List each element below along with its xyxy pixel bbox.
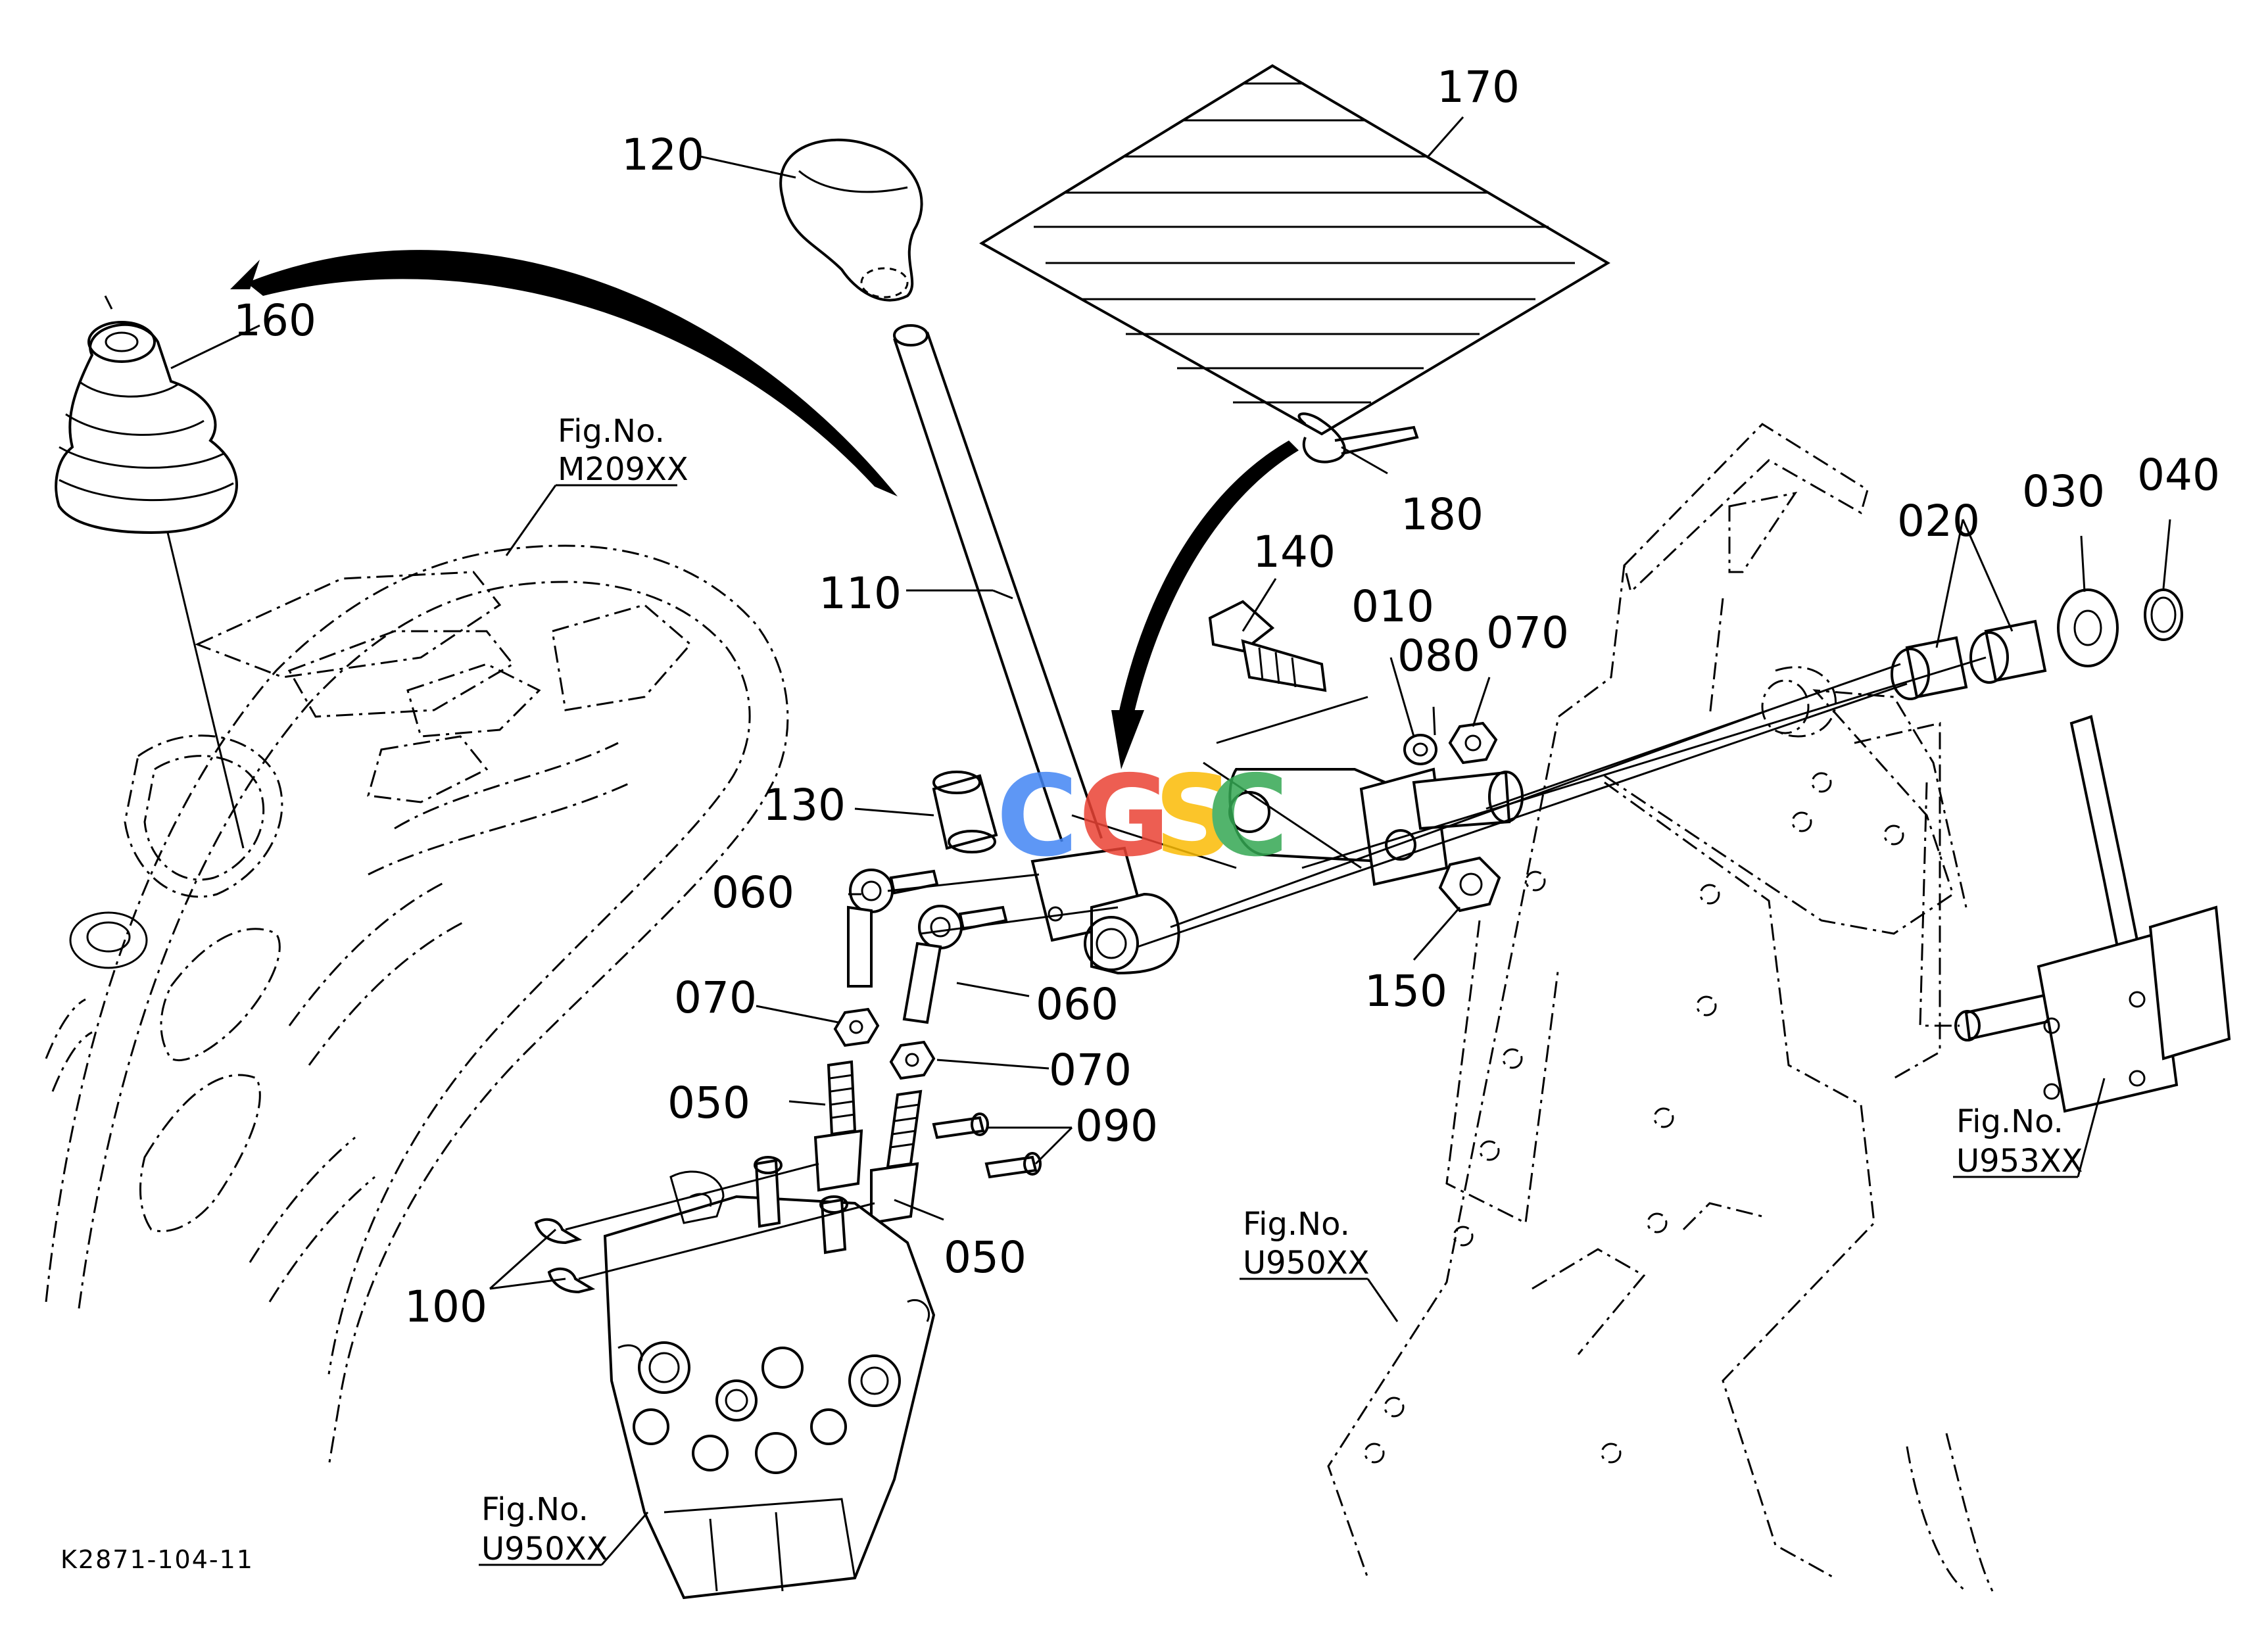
rod-end-060-right — [902, 905, 1008, 1024]
label-130: 130 — [763, 780, 846, 830]
bushing-020-a — [1891, 636, 1968, 700]
washer-030 — [2057, 588, 2119, 667]
rotation-arrow-left — [230, 250, 898, 496]
fender-console — [45, 544, 789, 1467]
bushing-020-b — [1969, 619, 2047, 684]
figure-reference-u950-valve: Fig.No. U950XX — [481, 1491, 608, 1567]
watermark-letter-c2: C — [1207, 752, 1289, 882]
figure-reference-u950-frame: Fig.No. U950XX — [1243, 1206, 1370, 1281]
fig-ref-u950-frame-label: Fig.No. — [1243, 1206, 1350, 1243]
nut-070-low — [889, 1040, 936, 1080]
snap-ring-040 — [2144, 588, 2183, 641]
clip-100-b — [547, 1267, 596, 1294]
label-050-left: 050 — [667, 1078, 750, 1128]
washer-080 — [1403, 734, 1437, 765]
figure-reference-u953: Fig.No. U953XX — [1956, 1103, 2083, 1180]
bracket-010 — [1203, 696, 1524, 886]
label-110: 110 — [819, 568, 902, 619]
drawing-code: K2871-104-11 — [60, 1545, 254, 1574]
cross-shaft — [1919, 715, 2231, 1113]
nut-070-upper — [1448, 721, 1498, 765]
label-100: 100 — [404, 1281, 487, 1332]
label-170: 170 — [1437, 62, 1520, 112]
part-labels: 120 170 160 180 110 140 010 080 070 020 … — [233, 62, 2220, 1332]
label-050-right: 050 — [944, 1232, 1026, 1283]
watermark-letter-c1: C — [996, 752, 1078, 882]
label-150: 150 — [1364, 966, 1447, 1016]
cable-tie — [1297, 412, 1419, 464]
lever-knob — [779, 138, 923, 302]
pin-090-a — [932, 1112, 989, 1139]
label-120: 120 — [621, 130, 704, 180]
leader-lines — [166, 116, 2171, 1566]
nut-150 — [1438, 856, 1501, 913]
watermark-letter-g: G — [1078, 752, 1170, 882]
pin-090-b — [984, 1152, 1042, 1179]
label-070-mid: 070 — [674, 972, 757, 1023]
label-070-upper: 070 — [1486, 608, 1569, 658]
fig-ref-m209-label: Fig.No. — [558, 413, 665, 450]
fig-ref-u953-code: U953XX — [1956, 1143, 2083, 1180]
rotation-arrow-right — [1111, 441, 1299, 769]
label-160: 160 — [233, 295, 316, 346]
figure-reference-m209: Fig.No. M209XX — [558, 413, 688, 488]
fig-ref-u950-valve-label: Fig.No. — [481, 1491, 589, 1528]
clip-100-a — [534, 1218, 583, 1245]
control-valve — [603, 1156, 936, 1600]
label-010: 010 — [1351, 581, 1434, 632]
label-060-left: 060 — [712, 867, 794, 918]
label-140: 140 — [1253, 527, 1336, 577]
label-070-low: 070 — [1049, 1045, 1132, 1095]
fig-ref-m209-code: M209XX — [558, 451, 688, 488]
fig-ref-u950-valve-code: U950XX — [481, 1531, 608, 1567]
nut-070-mid — [833, 1007, 880, 1047]
watermark-letter-s: S — [1154, 752, 1234, 882]
cgsc-watermark: C G S C — [996, 752, 1289, 882]
lever-pivot-block — [1030, 814, 1237, 975]
fig-ref-u950-frame-code: U950XX — [1243, 1245, 1370, 1281]
decal-diamond — [979, 64, 1610, 436]
label-090: 090 — [1075, 1101, 1158, 1151]
collar-130 — [932, 771, 998, 853]
label-060-right: 060 — [1036, 979, 1119, 1030]
label-020: 020 — [1897, 496, 1980, 546]
bolt-140 — [1208, 600, 1327, 692]
label-080: 080 — [1397, 631, 1480, 681]
label-040: 040 — [2137, 450, 2220, 500]
rubber-boot — [55, 295, 238, 535]
clevis-050-left — [813, 1060, 863, 1192]
label-030: 030 — [2022, 466, 2105, 517]
clevis-050-right — [870, 1089, 923, 1225]
fig-ref-u953-label: Fig.No. — [1956, 1103, 2063, 1140]
label-180: 180 — [1401, 489, 1484, 540]
